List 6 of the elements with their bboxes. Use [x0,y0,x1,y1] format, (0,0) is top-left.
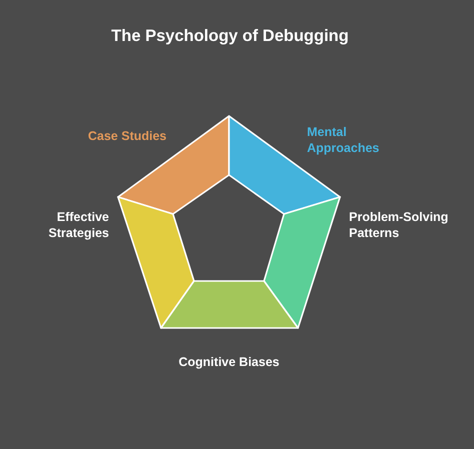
segment-label: Problem-Solving Patterns [349,209,450,241]
segment-label: Case Studies [88,128,168,144]
segment-label: Effective Strategies [48,209,109,241]
segment-label: Mental Approaches [307,124,380,156]
segment-label: Cognitive Biases [178,354,280,370]
diagram-title: The Psychology of Debugging [111,27,349,46]
